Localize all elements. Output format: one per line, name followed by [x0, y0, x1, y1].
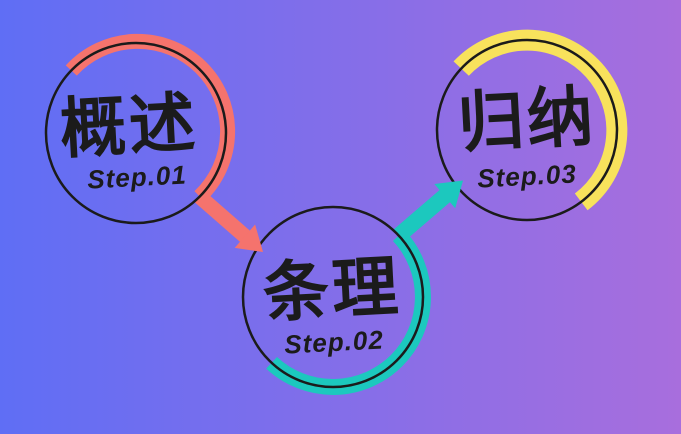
step1-circle	[44, 41, 228, 225]
step2-group	[241, 180, 463, 395]
arrow-step1-to-step2-head-icon	[234, 224, 263, 252]
step1-label: Step.01	[87, 159, 188, 194]
step2-title: 条理	[261, 248, 403, 332]
step3-group	[435, 29, 628, 222]
arrow-step1-to-step2-stem	[194, 190, 252, 244]
arrow-step2-to-step3-head-icon	[434, 180, 463, 209]
step3-title: 归纳	[456, 78, 598, 162]
step2-label: Step.02	[284, 324, 385, 359]
step3-circle	[435, 38, 619, 222]
step2-circle	[241, 205, 425, 389]
step1-group	[44, 33, 263, 252]
step3-label: Step.03	[477, 158, 578, 193]
step1-title: 概述	[58, 84, 200, 168]
arrow-step2-to-step3-stem	[393, 188, 452, 242]
